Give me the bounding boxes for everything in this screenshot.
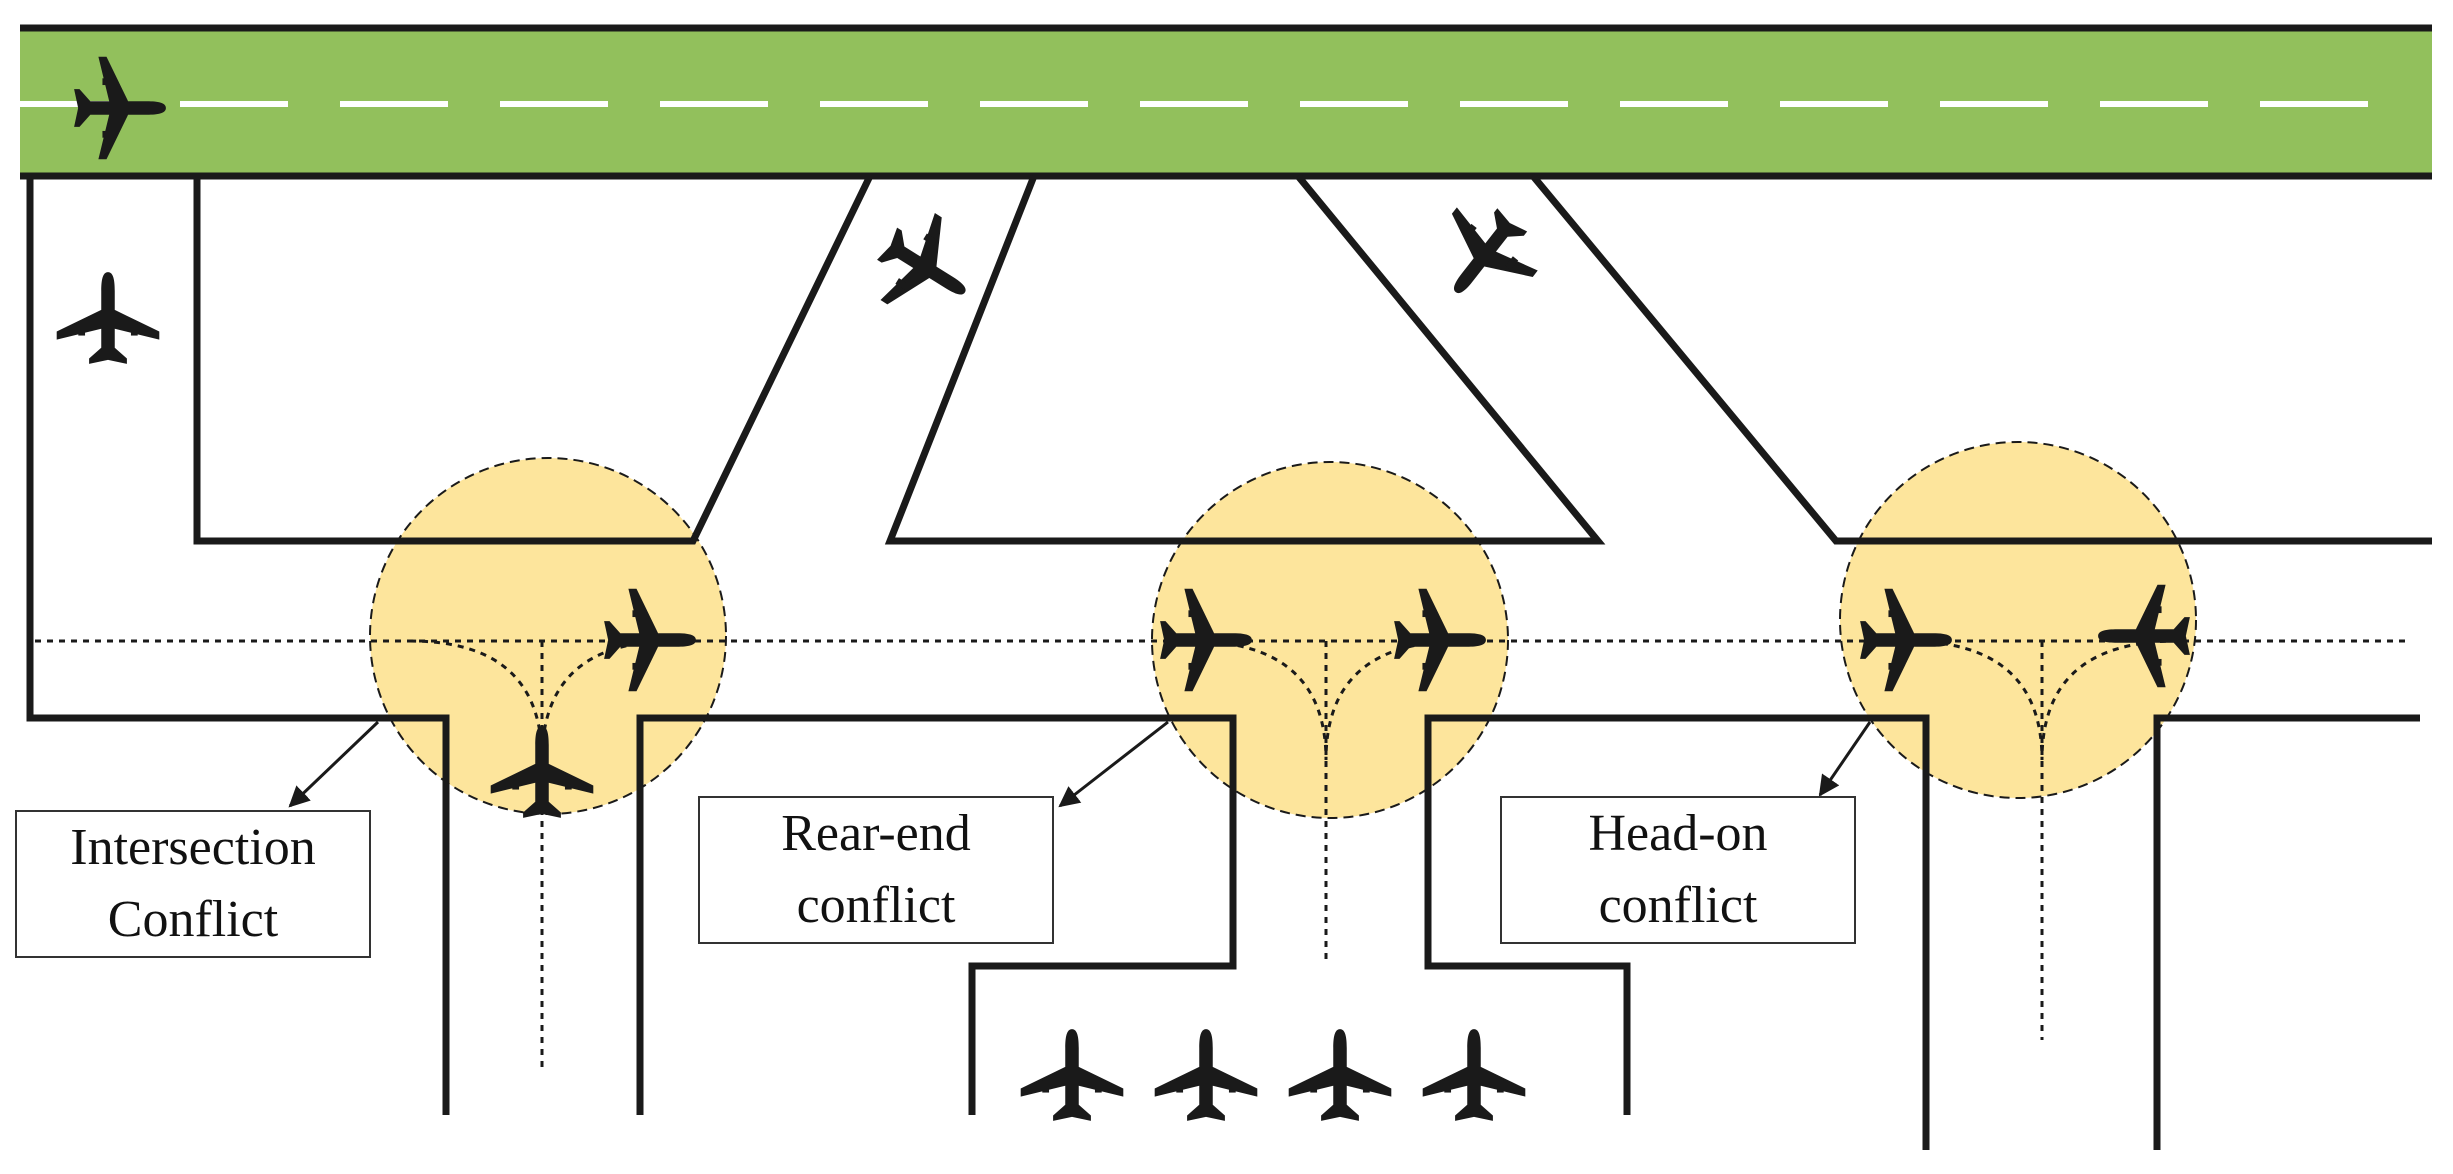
airplane-icon (1422, 1029, 1526, 1121)
exit-edge-c (1530, 173, 2432, 545)
intersection-conflict-label: Intersection Conflict (15, 810, 371, 958)
airplane-icon (1415, 188, 1553, 324)
rear-end-conflict-label: Rear-end conflict (698, 796, 1054, 944)
intersection-callout-arrow (288, 720, 380, 808)
edge-segment-f (2153, 714, 2420, 1150)
head-on-label-line2: conflict (1598, 877, 1758, 934)
intersection-label-line1: Intersection (70, 819, 316, 876)
intersection-label-line2: Conflict (107, 891, 279, 948)
rear-end-callout-arrow (1058, 720, 1169, 808)
taxi-path-c-left-turn (1905, 639, 2044, 761)
head-on-callout-arrow (1818, 721, 1872, 797)
taxi-paths (35, 639, 2410, 1070)
runway (20, 24, 2432, 180)
edge-segment-d (636, 714, 1237, 1115)
block-a (193, 174, 874, 545)
taxiway-edges (26, 173, 2432, 1150)
taxi-path-b-right-turn (1324, 639, 1463, 761)
airplane-icon (859, 200, 993, 336)
airplane-icon (1154, 1029, 1258, 1121)
airplane-icon (1020, 1029, 1124, 1121)
airplane-icon (56, 272, 160, 364)
rear-end-label-line1: Rear-end (781, 805, 971, 862)
rear-end-conflict-zone (1151, 461, 1509, 819)
head-on-conflict-label: Head-on conflict (1500, 796, 1856, 944)
left-edge (26, 176, 450, 1115)
taxi-path-c-right-turn (2040, 639, 2179, 761)
edge-segment-e (1424, 714, 1930, 1150)
rear-end-label-line2: conflict (796, 877, 956, 934)
conflict-zones (369, 441, 2197, 819)
head-on-label-line1: Head-on (1588, 805, 1768, 862)
block-b (884, 173, 1606, 545)
head-on-conflict-zone (1839, 441, 2197, 799)
airplane-icon (1288, 1029, 1392, 1121)
callout-arrows (288, 720, 1872, 808)
taxi-path-b-left-turn (1189, 639, 1328, 761)
